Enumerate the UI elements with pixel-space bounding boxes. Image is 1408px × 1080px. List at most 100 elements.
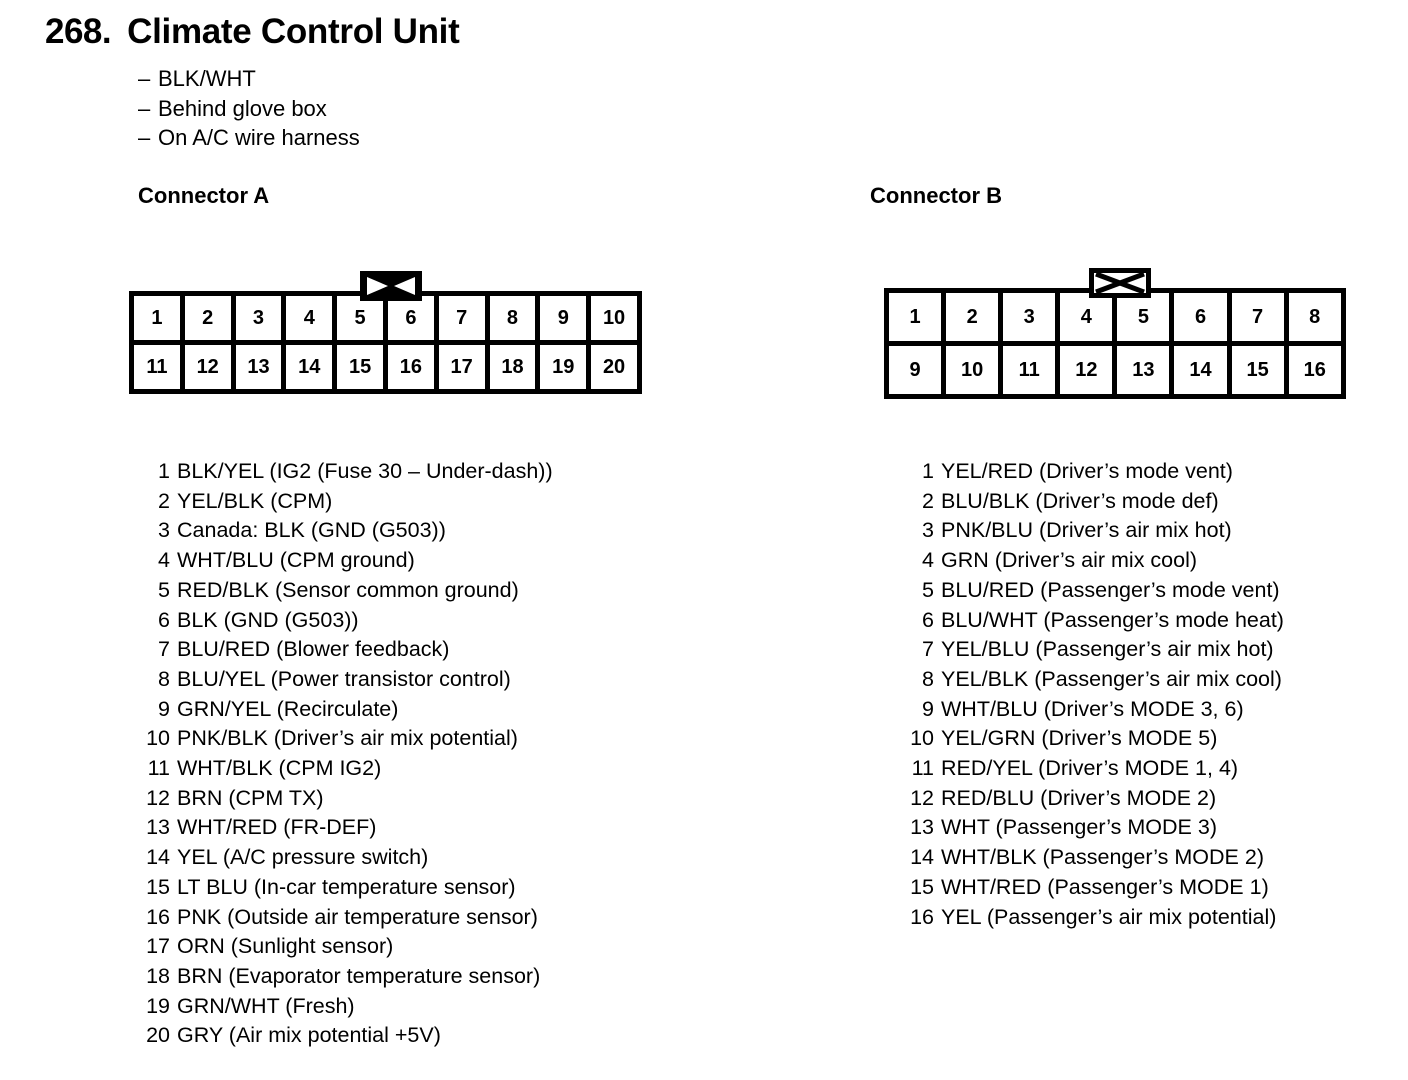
connector-pin-cell[interactable]: 14 — [1174, 346, 1227, 394]
pin-list-item: 14 YEL (A/C pressure switch) — [140, 843, 553, 873]
pin-number: 8 — [158, 666, 170, 691]
pin-number: 20 — [146, 1023, 170, 1048]
connector-pin-cell[interactable]: 9 — [540, 296, 587, 340]
pin-list-item: 18 BRN (Evaporator temperature sensor) — [140, 962, 553, 992]
note-item: –BLK/WHT — [138, 64, 360, 94]
pin-number: 6 — [158, 607, 170, 632]
connector-pin-cell[interactable]: 20 — [591, 345, 637, 389]
pin-list-item: 10 PNK/BLK (Driver’s air mix potential) — [140, 724, 553, 754]
connector-pin-cell[interactable]: 8 — [489, 296, 536, 340]
connector-pin-cell[interactable]: 11 — [1003, 346, 1056, 394]
pin-number: 2 — [922, 488, 934, 513]
connector-pin-cell[interactable]: 4 — [286, 296, 333, 340]
connector-pin-cell[interactable]: 10 — [946, 346, 999, 394]
connector-pin-cell[interactable]: 1 — [889, 293, 942, 341]
connector-pin-cell[interactable]: 12 — [1060, 346, 1113, 394]
connector-pin-cell[interactable]: 14 — [286, 345, 333, 389]
page-title: 268. Climate Control Unit — [45, 12, 460, 52]
connector-pin-cell[interactable]: 15 — [337, 345, 383, 389]
pin-description: BLU/WHT (Passenger’s mode heat) — [941, 607, 1284, 632]
pin-list-item: 6 BLU/WHT (Passenger’s mode heat) — [904, 606, 1284, 636]
pin-number: 10 — [146, 726, 170, 751]
pin-description: GRN/YEL (Recirculate) — [177, 696, 399, 721]
connector-pin-cell[interactable]: 9 — [889, 346, 942, 394]
connector-pin-cell[interactable]: 4 — [1060, 293, 1113, 341]
pin-description: BLK/YEL (IG2 (Fuse 30 – Under-dash)) — [177, 459, 553, 483]
connector-pin-cell[interactable]: 3 — [235, 296, 282, 340]
connector-pin-cell[interactable]: 3 — [1003, 293, 1056, 341]
pin-number: 15 — [910, 874, 934, 899]
connector-pin-cell[interactable]: 19 — [540, 345, 587, 389]
note-text: Behind glove box — [158, 95, 327, 121]
pin-number: 4 — [158, 548, 170, 573]
pin-description: WHT/BLK (CPM IG2) — [177, 756, 382, 781]
pin-number: 18 — [146, 963, 170, 988]
connector-pin-cell[interactable]: 13 — [235, 345, 282, 389]
connector-pin-cell[interactable]: 12 — [184, 345, 231, 389]
connector-pin-cell[interactable]: 10 — [591, 296, 637, 340]
pin-number: 7 — [158, 637, 170, 662]
pin-description: LT BLU (In-car temperature sensor) — [177, 874, 516, 899]
pin-description: GRY (Air mix potential +5V) — [177, 1023, 441, 1048]
pin-number: 7 — [922, 637, 934, 662]
note-text: BLK/WHT — [158, 66, 256, 91]
connector-pin-cell[interactable]: 18 — [489, 345, 536, 389]
connector-pin-cell[interactable]: 5 — [1117, 293, 1170, 341]
connector-pin-cell[interactable]: 1 — [134, 296, 180, 340]
pin-number: 8 — [922, 666, 934, 691]
pin-description: PNK/BLK (Driver’s air mix potential) — [177, 726, 518, 751]
connector-pin-cell[interactable]: 11 — [134, 345, 180, 389]
pin-number: 6 — [922, 607, 934, 632]
connector-pin-cell[interactable]: 7 — [438, 296, 485, 340]
pin-description: YEL (A/C pressure switch) — [177, 845, 429, 870]
pin-number: 17 — [146, 934, 170, 959]
pin-description: BLU/BLK (Driver’s mode def) — [941, 488, 1219, 513]
section-number: 268. — [45, 12, 112, 51]
pin-description: BRN (Evaporator temperature sensor) — [177, 963, 541, 988]
pin-number: 10 — [910, 726, 934, 751]
pin-description: Canada: BLK (GND (G503)) — [177, 518, 446, 543]
pin-description: WHT/BLK (Passenger’s MODE 2) — [941, 845, 1264, 870]
connector-pin-cell[interactable]: 17 — [438, 345, 485, 389]
pin-number: 5 — [158, 577, 170, 602]
pin-number: 1 — [922, 459, 934, 483]
connector-pin-cell[interactable]: 6 — [387, 296, 434, 340]
dash-icon: – — [138, 95, 151, 121]
pin-number: 3 — [922, 518, 934, 543]
connector-pin-cell[interactable]: 8 — [1288, 293, 1341, 341]
dash-icon: – — [138, 125, 151, 150]
pin-description: WHT/RED (FR-DEF) — [177, 815, 377, 840]
connector-pin-cell[interactable]: 16 — [387, 345, 434, 389]
connector-pin-cell[interactable]: 13 — [1117, 346, 1170, 394]
connector-pin-cell[interactable]: 2 — [184, 296, 231, 340]
connector-pin-cell[interactable]: 6 — [1174, 293, 1227, 341]
pin-description: PNK (Outside air temperature sensor) — [177, 904, 538, 929]
connector-pin-cell[interactable]: 2 — [946, 293, 999, 341]
pin-number: 14 — [146, 845, 170, 870]
connector-pin-cell[interactable]: 16 — [1288, 346, 1341, 394]
pin-description: YEL/GRN (Driver’s MODE 5) — [941, 726, 1218, 751]
connector-pin-cell[interactable]: 7 — [1231, 293, 1284, 341]
connector-pin-cell[interactable]: 15 — [1231, 346, 1284, 394]
connector-pin-cell[interactable]: 5 — [337, 296, 383, 340]
